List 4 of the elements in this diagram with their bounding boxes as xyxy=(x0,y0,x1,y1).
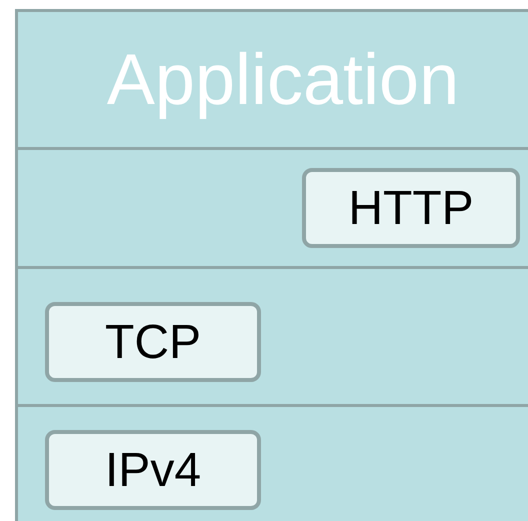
protocol-box: TCP xyxy=(45,302,261,382)
protocol-box: IPv4 xyxy=(45,430,261,510)
protocol-box: HTTP xyxy=(302,168,520,248)
layer-title: Application xyxy=(106,38,460,120)
